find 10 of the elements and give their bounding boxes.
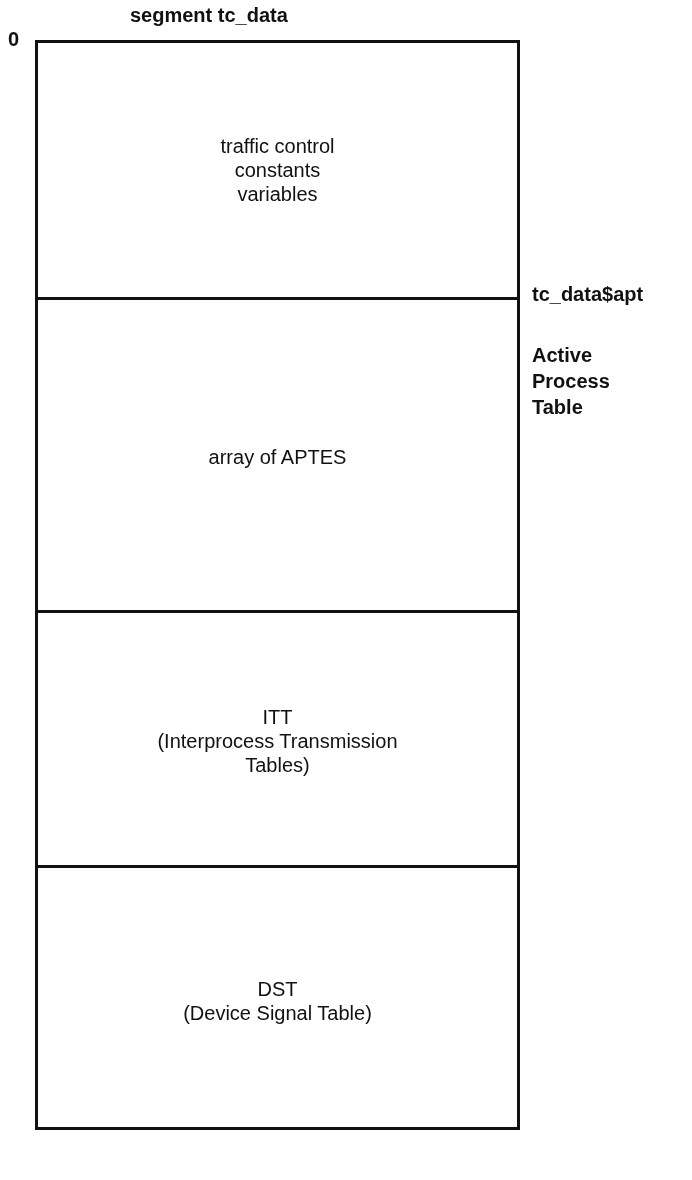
section-title: traffic control constants variables	[219, 134, 336, 206]
boundary-label: tc_data$apt	[532, 283, 644, 306]
segment-heading: segment tc_data	[130, 4, 288, 27]
offset-label: 0	[8, 28, 20, 51]
section-title: DST	[257, 976, 298, 1001]
section-caption: Active Process Table	[532, 343, 611, 420]
section-subtitle: (Device Signal Table)	[183, 1000, 372, 1025]
section-title: ITT	[262, 704, 293, 729]
section-subtitle: (Interprocess Transmission Tables)	[156, 728, 399, 777]
section-title: array of APTES	[208, 444, 347, 469]
